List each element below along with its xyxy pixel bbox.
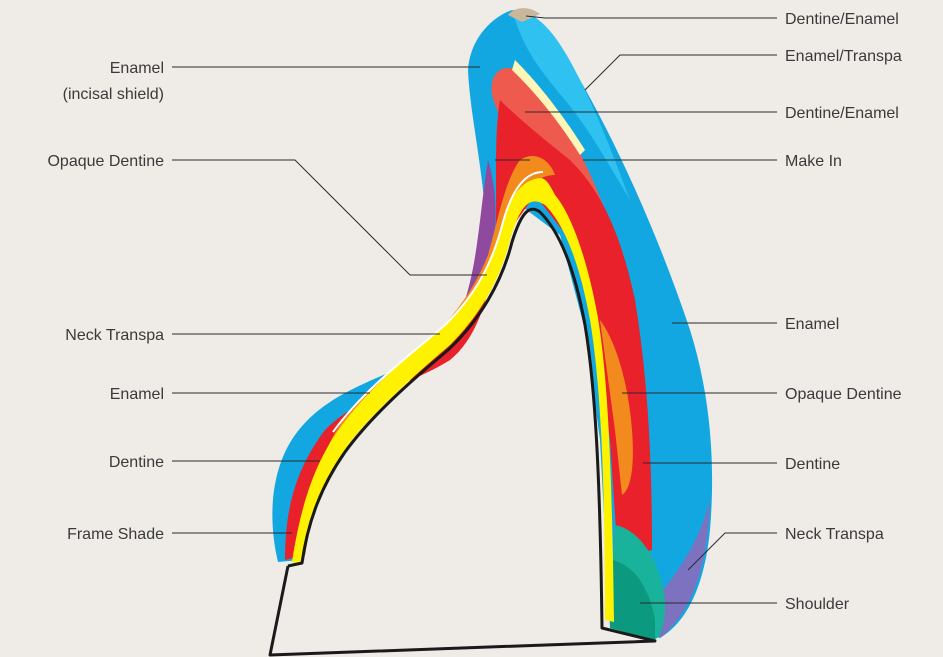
opaque-dentine-right xyxy=(600,320,633,495)
leader-lines xyxy=(172,15,777,604)
label-neck-transpa-right: Neck Transpa xyxy=(785,526,884,543)
label-opaque-dentine-left: Opaque Dentine xyxy=(47,153,164,170)
label-enamel-incisal-1: Enamel xyxy=(110,60,164,77)
leader-enamel-transpa xyxy=(584,54,777,91)
label-enamel-transpa: Enamel/Transpa xyxy=(785,48,902,65)
label-frame-shade: Frame Shade xyxy=(67,526,164,543)
leader-dentine-enamel-top xyxy=(525,15,777,19)
make-in-layer xyxy=(512,60,585,155)
left-labels: Enamel (incisal shield) Opaque Dentine N… xyxy=(47,60,164,543)
enamel-transpa-layer xyxy=(512,10,630,200)
label-enamel-left: Enamel xyxy=(110,386,164,403)
frame-outline xyxy=(268,207,657,657)
label-shoulder: Shoulder xyxy=(785,596,850,613)
label-dentine-left: Dentine xyxy=(109,454,164,471)
label-enamel-right: Enamel xyxy=(785,316,839,333)
label-dentine-right: Dentine xyxy=(785,456,840,473)
label-dentine-enamel-top: Dentine/Enamel xyxy=(785,11,899,28)
label-opaque-dentine-right: Opaque Dentine xyxy=(785,386,902,403)
shoulder-dark xyxy=(610,560,655,640)
opaque-dentine-layer xyxy=(320,155,555,471)
enamel-layer xyxy=(272,10,713,638)
white-gap-line xyxy=(332,171,544,433)
label-neck-transpa-left: Neck Transpa xyxy=(65,327,164,344)
leader-opaque-dentine-left xyxy=(172,159,487,276)
label-enamel-incisal-2: (incisal shield) xyxy=(63,86,164,103)
dentine-enamel-tip xyxy=(508,8,540,22)
leader-neck-transpa-right xyxy=(687,532,777,571)
label-make-in: Make In xyxy=(785,153,842,170)
label-dentine-enamel: Dentine/Enamel xyxy=(785,105,899,122)
right-labels: Dentine/Enamel Enamel/Transpa Dentine/En… xyxy=(785,11,902,613)
tooth-layers xyxy=(268,8,713,657)
